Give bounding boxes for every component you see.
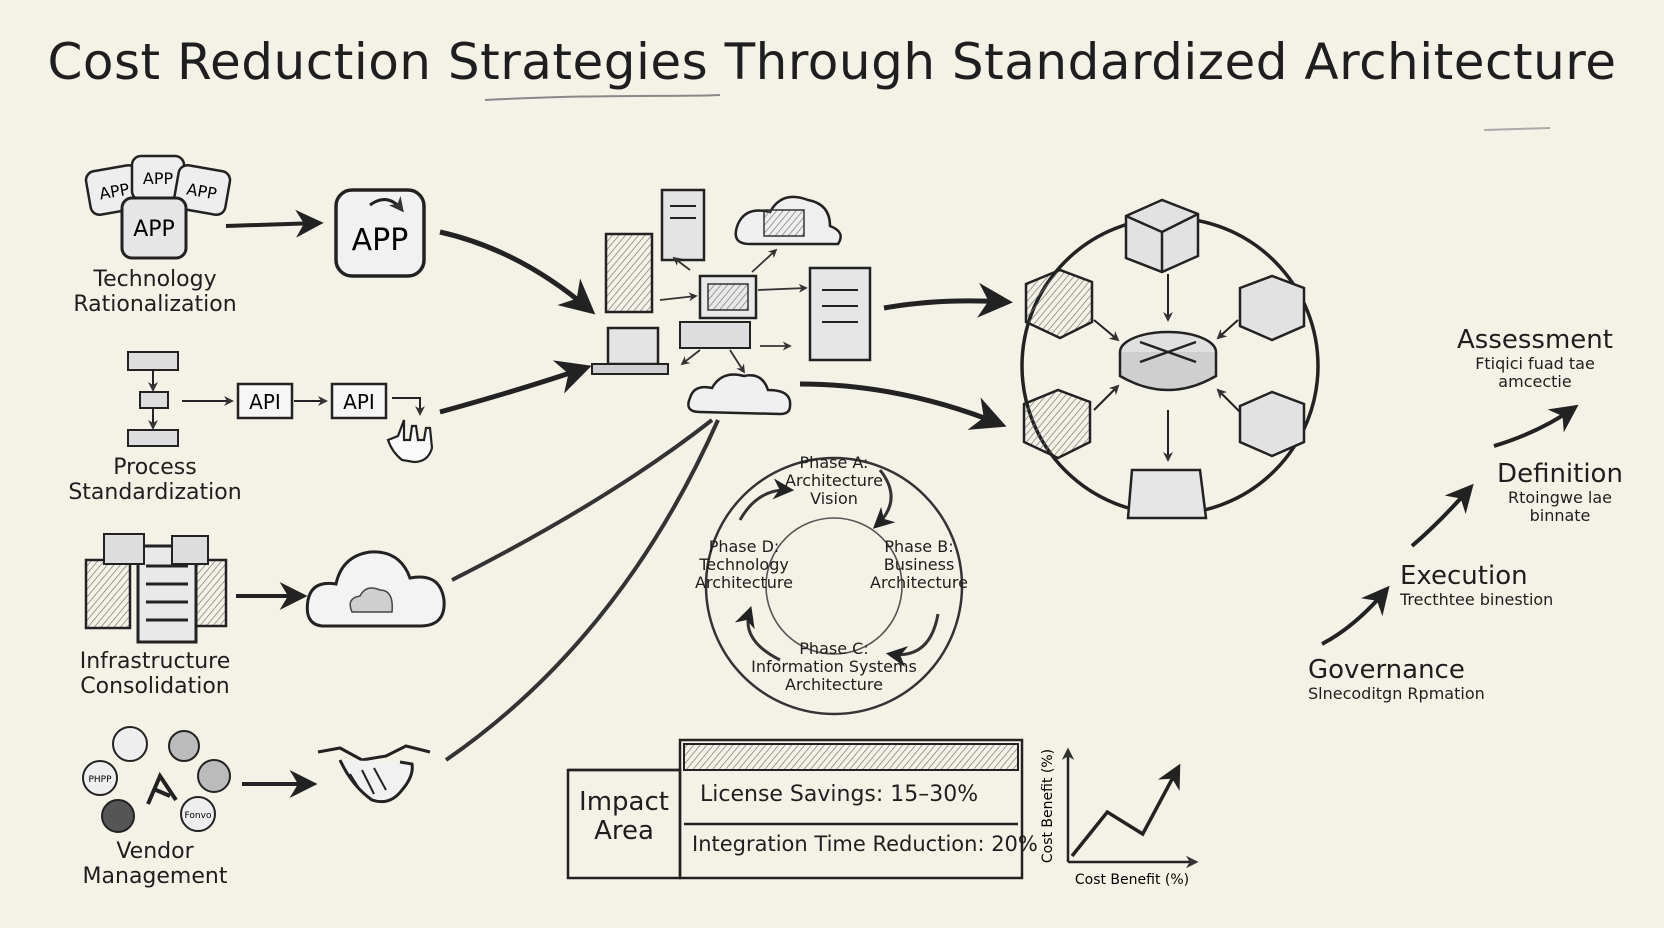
api-box: API — [330, 382, 388, 420]
server-network-icon — [591, 188, 872, 416]
strategy-label: Technology Rationalization — [60, 267, 250, 317]
phase-b-label: Phase B: Business Architecture — [870, 537, 968, 592]
hub-network-icon — [1020, 198, 1320, 520]
hand-pointer-icon — [386, 397, 434, 464]
x-axis-label: Cost Benefit (%) — [1075, 872, 1189, 888]
arrow — [799, 381, 1007, 430]
app-label: APP — [352, 223, 409, 258]
api-label: API — [249, 390, 281, 414]
step-governance: Governance Slnecoditgn Rpmation — [1308, 655, 1528, 704]
strategy-label: Process Standardization — [60, 455, 250, 505]
step-subtitle: Trecthtee binestion — [1400, 590, 1554, 610]
phase-c-label: Phase C: Information Systems Architectur… — [751, 639, 917, 694]
phase-cycle — [704, 456, 964, 716]
arrow — [439, 229, 596, 315]
step-arrows — [1321, 127, 1579, 646]
app-icon: APP — [334, 188, 426, 278]
step-title: Assessment — [1457, 325, 1613, 355]
step-subtitle: Slnecoditgn Rpmation — [1308, 684, 1485, 704]
strategy-label: Infrastructure Consolidation — [60, 649, 250, 699]
api-label: API — [343, 390, 375, 414]
title-underline — [484, 94, 721, 101]
step-definition: Definition Rtoingwe lae binnate — [1470, 459, 1650, 526]
app-stack-icon: APP APP APP APP — [84, 154, 232, 260]
step-title: Definition — [1497, 459, 1623, 489]
process-flow-icon — [127, 351, 234, 447]
vendor-logos-icon: PHPP Fonvo — [82, 726, 231, 833]
phase-a-label: Phase A: Architecture Vision — [785, 453, 883, 508]
app-label: APP — [133, 217, 175, 242]
strategy-label-text: Process Standardization — [68, 455, 242, 505]
mini-chart: Cost Benefit (%) Cost Benefit (%) — [1040, 747, 1199, 888]
impact-row: License Savings: 15–30% — [700, 782, 979, 807]
impact-row: Integration Time Reduction: 20% — [692, 832, 1038, 856]
server-rack-icon — [84, 533, 228, 644]
arrow — [883, 282, 1013, 318]
arrow — [439, 360, 592, 415]
chart-series-line — [1070, 763, 1181, 858]
strategy-label: Vendor Management — [60, 839, 250, 889]
arrow — [444, 419, 720, 762]
api-box: API — [236, 382, 294, 420]
y-axis-label: Cost Benefit (%) — [1040, 749, 1056, 863]
strategy-label-text: Technology Rationalization — [73, 267, 237, 317]
strategy-label-text: Vendor Management — [82, 839, 228, 889]
phase-d-label: Phase D: Technology Architecture — [695, 537, 793, 592]
step-assessment: Assessment Ftiqici fuad tae amcectie — [1440, 325, 1630, 392]
logo-label: PHPP — [88, 775, 112, 785]
cloud-icon — [305, 550, 446, 628]
step-subtitle: Ftiqici fuad tae amcectie — [1475, 354, 1595, 392]
handshake-icon — [317, 744, 431, 804]
arrow — [451, 418, 714, 582]
logo-label: Fonvo — [185, 811, 212, 821]
step-subtitle: Rtoingwe lae binnate — [1507, 488, 1613, 526]
step-execution: Execution Trecthtee binestion — [1400, 561, 1600, 610]
strategy-label-text: Infrastructure Consolidation — [79, 649, 231, 699]
app-label: APP — [143, 169, 174, 188]
impact-area-header: Impact Area — [579, 787, 669, 847]
arrow — [225, 209, 324, 238]
impact-table — [566, 738, 1024, 880]
step-title: Governance — [1308, 655, 1465, 685]
step-title: Execution — [1400, 561, 1528, 591]
page-title: Cost Reduction Strategies Through Standa… — [47, 33, 1617, 91]
